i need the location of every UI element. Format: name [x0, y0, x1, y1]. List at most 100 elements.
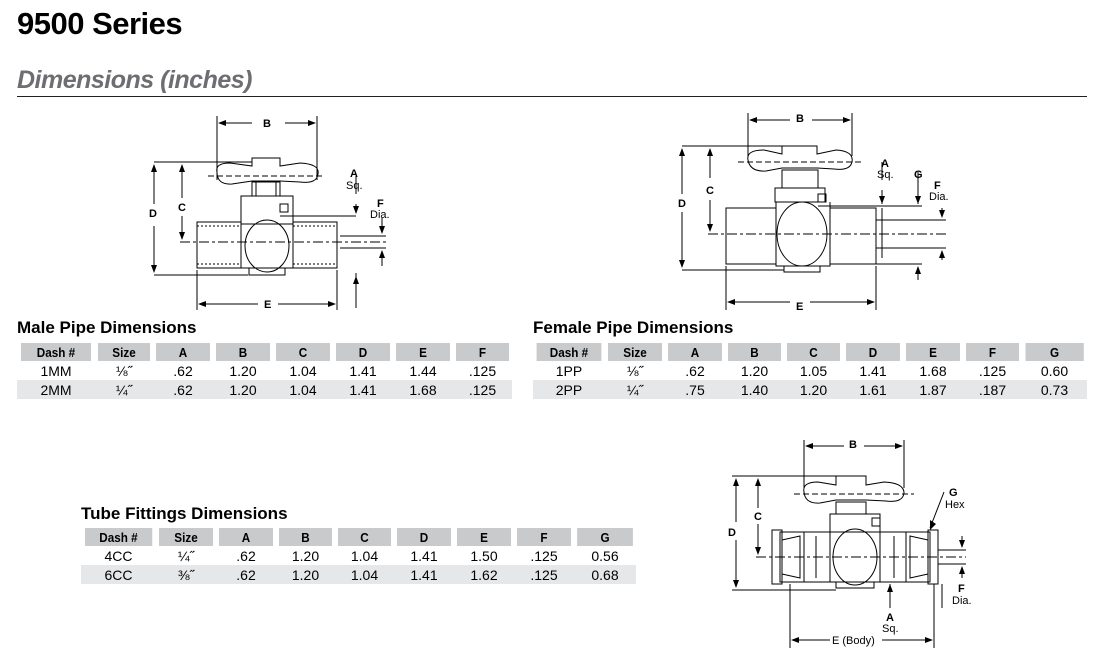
col-a: A	[668, 343, 722, 361]
table-row: 1PP ⅛˝ .62 1.20 1.05 1.41 1.68 .125 0.60	[533, 361, 1087, 380]
col-c: C	[786, 343, 841, 361]
table-cell: 6CC	[81, 565, 156, 584]
label-b: B	[849, 439, 857, 451]
table-cell: ⅛˝	[115, 362, 133, 379]
label-g: G	[949, 487, 958, 499]
label-g-hex: Hex	[945, 499, 965, 511]
label-a: A	[881, 158, 889, 170]
label-d: D	[728, 527, 736, 539]
col-c: C	[276, 343, 330, 361]
table-cell: 1.04	[273, 380, 333, 399]
table-cell: ¼˝	[605, 380, 665, 399]
col-dash: Dash #	[536, 343, 602, 361]
table-cell: .187	[963, 380, 1022, 399]
col-d: D	[397, 528, 451, 546]
col-f: F	[517, 528, 571, 546]
tube-fittings-table: Dash # Size A B C D E F G 4CC ¼˝ .62 1.2…	[81, 528, 636, 584]
col-e: E	[457, 528, 511, 546]
table-cell: 1PP	[555, 362, 583, 379]
table-cell: 1.40	[725, 380, 784, 399]
table-cell: 4CC	[104, 547, 133, 564]
col-size: Size	[608, 343, 662, 361]
label-e: E	[264, 299, 271, 311]
col-f: F	[965, 343, 1020, 361]
col-b: B	[278, 528, 333, 546]
table-cell: 1.87	[903, 380, 963, 399]
table-header-row: Dash # Size A B C D E F	[17, 343, 512, 361]
table-header-row: Dash # Size A B C D E F G	[81, 528, 636, 546]
table-cell: .75	[665, 380, 725, 399]
table-cell: 1.20	[784, 380, 843, 399]
table-cell: .62	[173, 362, 193, 379]
col-dash: Dash #	[84, 528, 153, 546]
table-cell: 1.41	[410, 547, 438, 564]
col-d: D	[846, 343, 900, 361]
col-dash: Dash #	[20, 343, 92, 361]
label-b: B	[263, 118, 271, 130]
table-cell: .62	[153, 380, 213, 399]
table-cell: 0.68	[574, 565, 636, 584]
table-cell: 2PP	[533, 380, 605, 399]
label-f: F	[934, 180, 941, 192]
table-cell: 2MM	[17, 380, 95, 399]
label-c: C	[706, 185, 714, 197]
label-f: F	[958, 583, 965, 595]
label-e: E	[796, 301, 803, 313]
page-title: 9500 Series	[17, 6, 183, 41]
table-row: 2MM ¼˝ .62 1.20 1.04 1.41 1.68 .125	[17, 380, 512, 399]
table-cell: .125	[530, 547, 558, 564]
table-row: 4CC ¼˝ .62 1.20 1.04 1.41 1.50 .125 0.56	[81, 546, 636, 565]
table-cell: 1.50	[470, 547, 498, 564]
male-pipe-drawing: B A Sq. F Dia. D C E	[149, 116, 390, 311]
col-a: A	[156, 343, 210, 361]
table-cell: 1.41	[333, 380, 393, 399]
table-cell: 1.20	[213, 380, 273, 399]
table-cell: ¼˝	[177, 547, 195, 564]
female-pipe-table: Dash # Size A B C D E F G 1PP ⅛˝ .62 1.2…	[533, 343, 1087, 399]
table-cell: ⅛˝	[626, 362, 644, 379]
tube-fittings-drawing: B G Hex F Dia. D C A Sq. E (Body)	[728, 439, 972, 648]
table-cell: 1.41	[349, 362, 377, 379]
table-cell: .125	[978, 362, 1007, 379]
table-cell: 1.41	[394, 565, 454, 584]
table-cell: 1.04	[289, 362, 317, 379]
col-g: G	[577, 528, 633, 546]
table-cell: 0.56	[591, 547, 619, 564]
table-cell: 1.20	[229, 362, 257, 379]
label-a: A	[350, 168, 358, 180]
table-header-row: Dash # Size A B C D E F G	[533, 343, 1087, 361]
label-a-sq: Sq.	[346, 180, 363, 192]
table-cell: 1.68	[919, 362, 947, 379]
label-f-dia: Dia.	[952, 595, 972, 607]
label-a-sq: Sq.	[882, 623, 899, 635]
table-cell: 0.60	[1040, 362, 1069, 379]
table-cell: 0.73	[1022, 380, 1087, 399]
female-pipe-drawing: B A Sq. G F Dia. D C E	[678, 113, 949, 313]
col-size: Size	[97, 343, 151, 361]
table-cell: 1.20	[740, 362, 769, 379]
label-c: C	[754, 511, 762, 523]
col-e: E	[906, 343, 960, 361]
col-g: G	[1025, 343, 1084, 361]
label-b: B	[796, 113, 804, 125]
table-cell: 1MM	[40, 362, 72, 379]
table-cell: .62	[236, 547, 256, 564]
col-c: C	[337, 528, 392, 546]
table-cell: 1.41	[859, 362, 887, 379]
table-row: 6CC ⅜˝ .62 1.20 1.04 1.41 1.62 .125 0.68	[81, 565, 636, 584]
col-f: F	[455, 343, 510, 361]
label-f: F	[377, 198, 384, 210]
table-cell: ¼˝	[95, 380, 153, 399]
label-c: C	[178, 202, 186, 214]
title-divider	[17, 96, 1087, 97]
table-row: 1MM ⅛˝ .62 1.20 1.04 1.41 1.44 .125	[17, 361, 512, 380]
label-d: D	[149, 208, 157, 220]
col-e: E	[396, 343, 450, 361]
table-cell: 1.04	[335, 565, 394, 584]
table-cell: 1.20	[276, 565, 335, 584]
col-a: A	[219, 528, 273, 546]
male-pipe-title: Male Pipe Dimensions	[17, 318, 197, 337]
label-a-sq: Sq.	[877, 169, 894, 181]
page-subtitle: Dimensions (inches)	[17, 66, 253, 94]
female-pipe-title: Female Pipe Dimensions	[533, 318, 734, 337]
